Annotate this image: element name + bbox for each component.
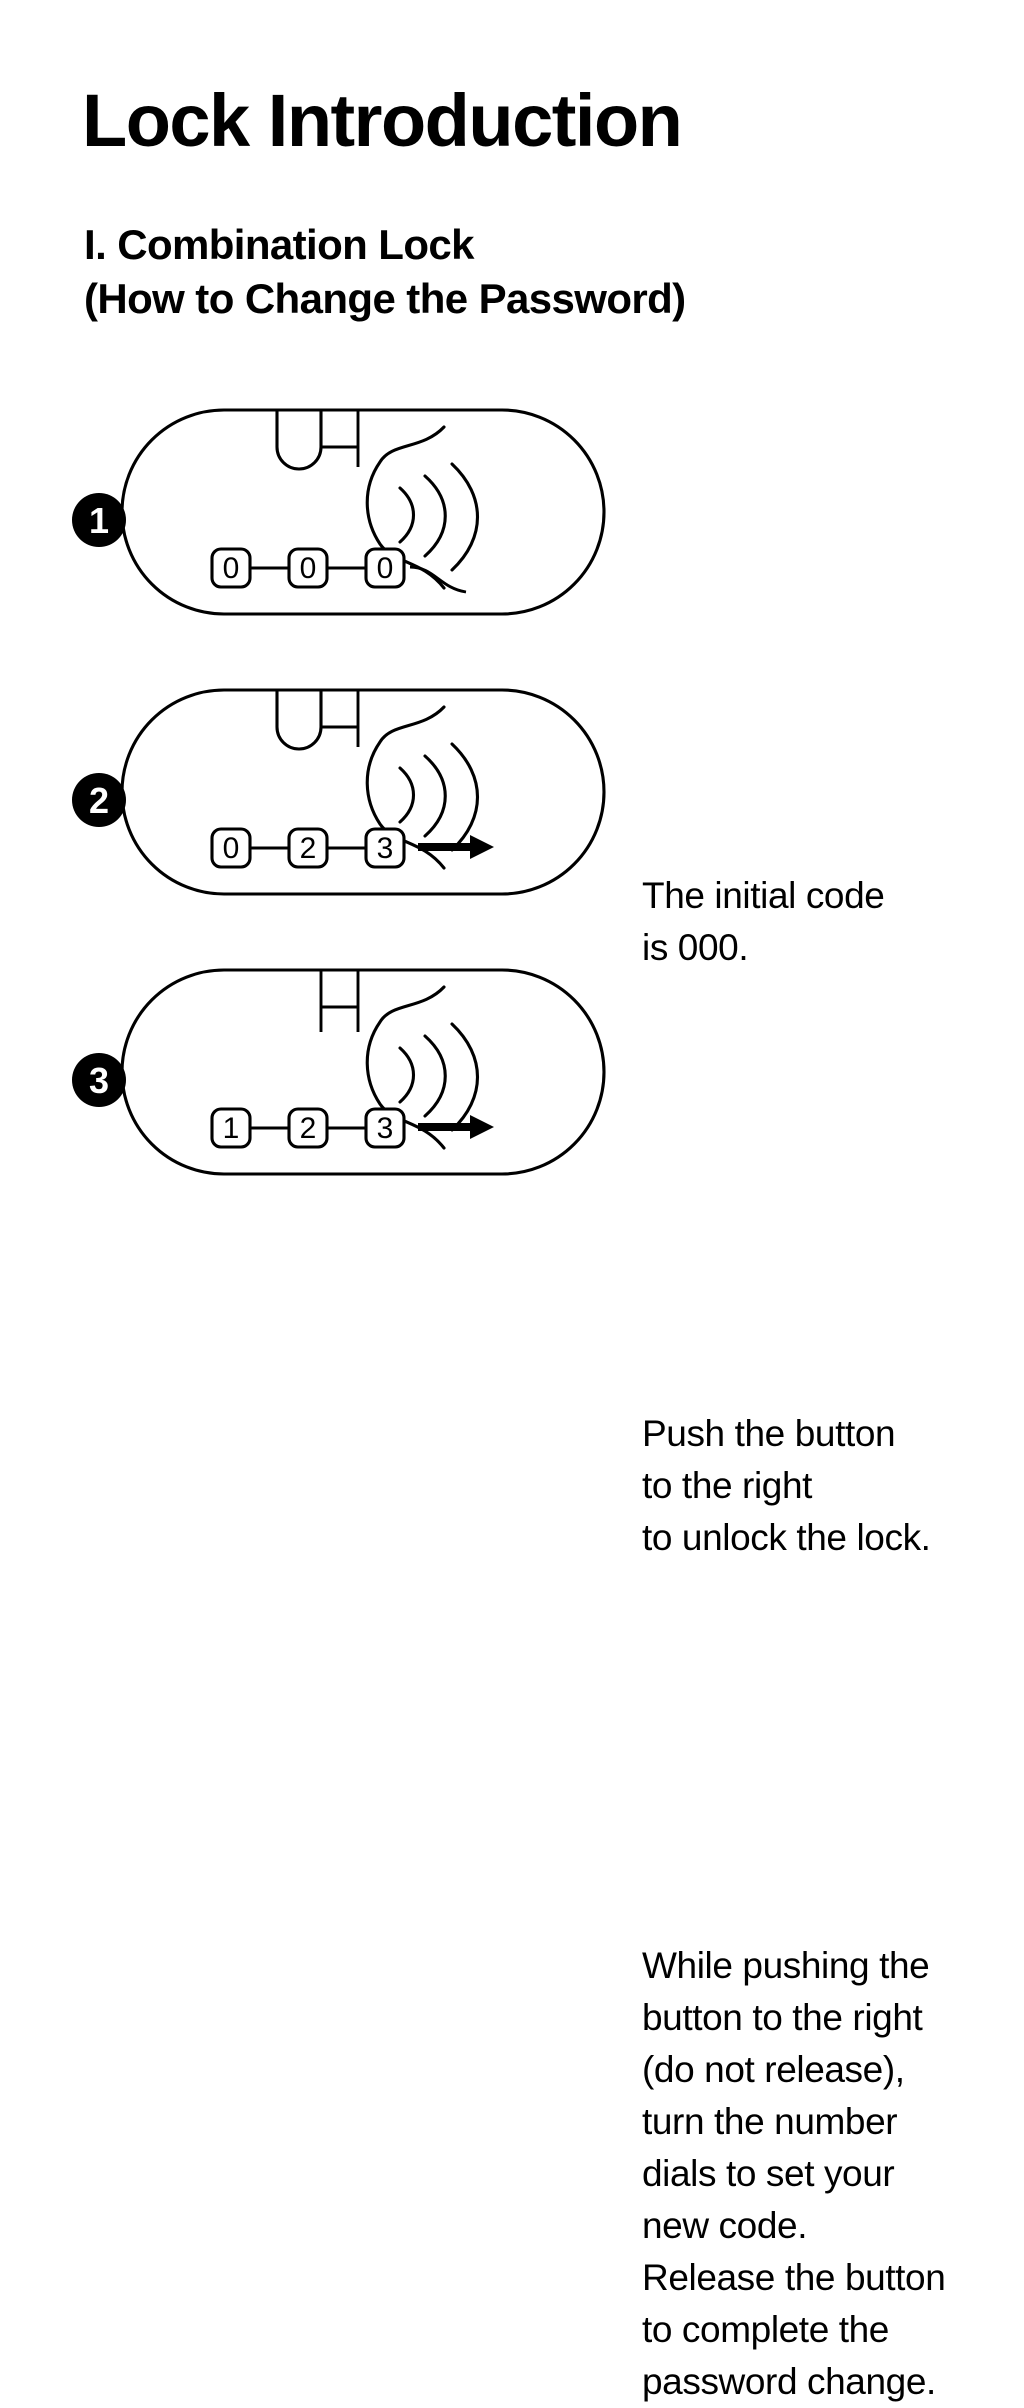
step-1-description: The initial code is 000. (642, 870, 885, 974)
dial-value-2: 0 (300, 552, 317, 585)
page-title: Lock Introduction (82, 79, 683, 162)
lock-diagram-step-2: 0 2 3 2 (62, 672, 610, 920)
lock-body-outline (120, 688, 606, 896)
step-badge-circle (72, 1053, 126, 1107)
step-3-text-line-9: password change. (642, 2361, 936, 2402)
step-3-text-line-6: new code. (642, 2205, 808, 2246)
dial-value-3: 0 (377, 552, 394, 585)
step-badge-number: 1 (89, 500, 109, 541)
step-3-text-line-1: While pushing the (642, 1945, 930, 1986)
step-2-text-line-3: to unlock the lock. (642, 1517, 931, 1558)
lock-instruction-page: Lock Introduction I. Combination Lock (H… (62, 79, 946, 2402)
thumb-push-icon (365, 425, 446, 590)
step-badge-circle (72, 493, 126, 547)
thumb-arc-3 (450, 742, 480, 852)
dial-group[interactable]: 0 0 0 (210, 547, 406, 589)
dial-value-2: 2 (300, 832, 317, 865)
step-badge-number: 2 (89, 780, 109, 821)
dial-value-1: 1 (223, 1112, 240, 1145)
step-1-text-line-2: is 000. (642, 927, 749, 968)
lock-diagram-step-3: 1 2 3 3 (62, 952, 610, 1200)
thumb-push-icon (365, 985, 446, 1150)
dial-box-3[interactable] (364, 1107, 406, 1149)
thumb-arc-3 (450, 1022, 480, 1132)
thumb-arc-2 (423, 1034, 447, 1118)
thumb-arc-3 (450, 462, 480, 572)
shackle-u-loop (275, 688, 323, 751)
dial-value-1: 0 (223, 552, 240, 585)
dial-connector-to-thumb (409, 565, 467, 594)
lock-body-outline (120, 408, 606, 616)
step-3-text-line-3: (do not release), (642, 2049, 905, 2090)
push-right-arrow-icon (418, 1115, 494, 1139)
thumb-arc-1 (398, 486, 415, 544)
dial-group[interactable]: 1 2 3 (210, 1107, 406, 1149)
push-right-arrow-icon (418, 835, 494, 859)
dial-value-2: 2 (300, 1112, 317, 1145)
dial-value-3: 3 (377, 832, 394, 865)
lock-diagram-step-1: 0 0 0 1 (62, 392, 610, 640)
subtitle-line-1: I. Combination Lock (84, 221, 475, 268)
step-3-text-line-8: to complete the (642, 2309, 889, 2350)
step-3-text-line-7: Release the button (642, 2257, 946, 2298)
thumb-arc-1 (398, 1046, 415, 1104)
step-badge-number: 3 (89, 1060, 109, 1101)
thumb-arc-2 (423, 474, 447, 558)
lock-body-outline (120, 968, 606, 1176)
step-badge-circle (72, 773, 126, 827)
thumb-push-icon (365, 705, 446, 870)
step-3-description: While pushing the button to the right (d… (642, 1940, 946, 2408)
step-2-text-line-2: to the right (642, 1465, 813, 1506)
thumb-arc-1 (398, 766, 415, 824)
dial-group[interactable]: 0 2 3 (210, 827, 406, 869)
thumb-arc-2 (423, 754, 447, 838)
dial-value-3: 3 (377, 1112, 394, 1145)
step-1-text-line-1: The initial code (642, 875, 885, 916)
step-2-text-line-1: Push the button (642, 1413, 896, 1454)
dial-box-3[interactable] (364, 547, 406, 589)
shackle-u-loop (275, 408, 323, 471)
step-3-text-line-5: dials to set your (642, 2153, 895, 2194)
dial-box-3[interactable] (364, 827, 406, 869)
dial-value-1: 0 (223, 832, 240, 865)
step-3-text-line-4: turn the number (642, 2101, 898, 2142)
step-2-description: Push the button to the right to unlock t… (642, 1408, 931, 1564)
subtitle-line-2: (How to Change the Password) (84, 275, 686, 322)
section-subtitle: I. Combination Lock (How to Change the P… (84, 218, 686, 326)
step-3-text-line-2: button to the right (642, 1997, 923, 2038)
